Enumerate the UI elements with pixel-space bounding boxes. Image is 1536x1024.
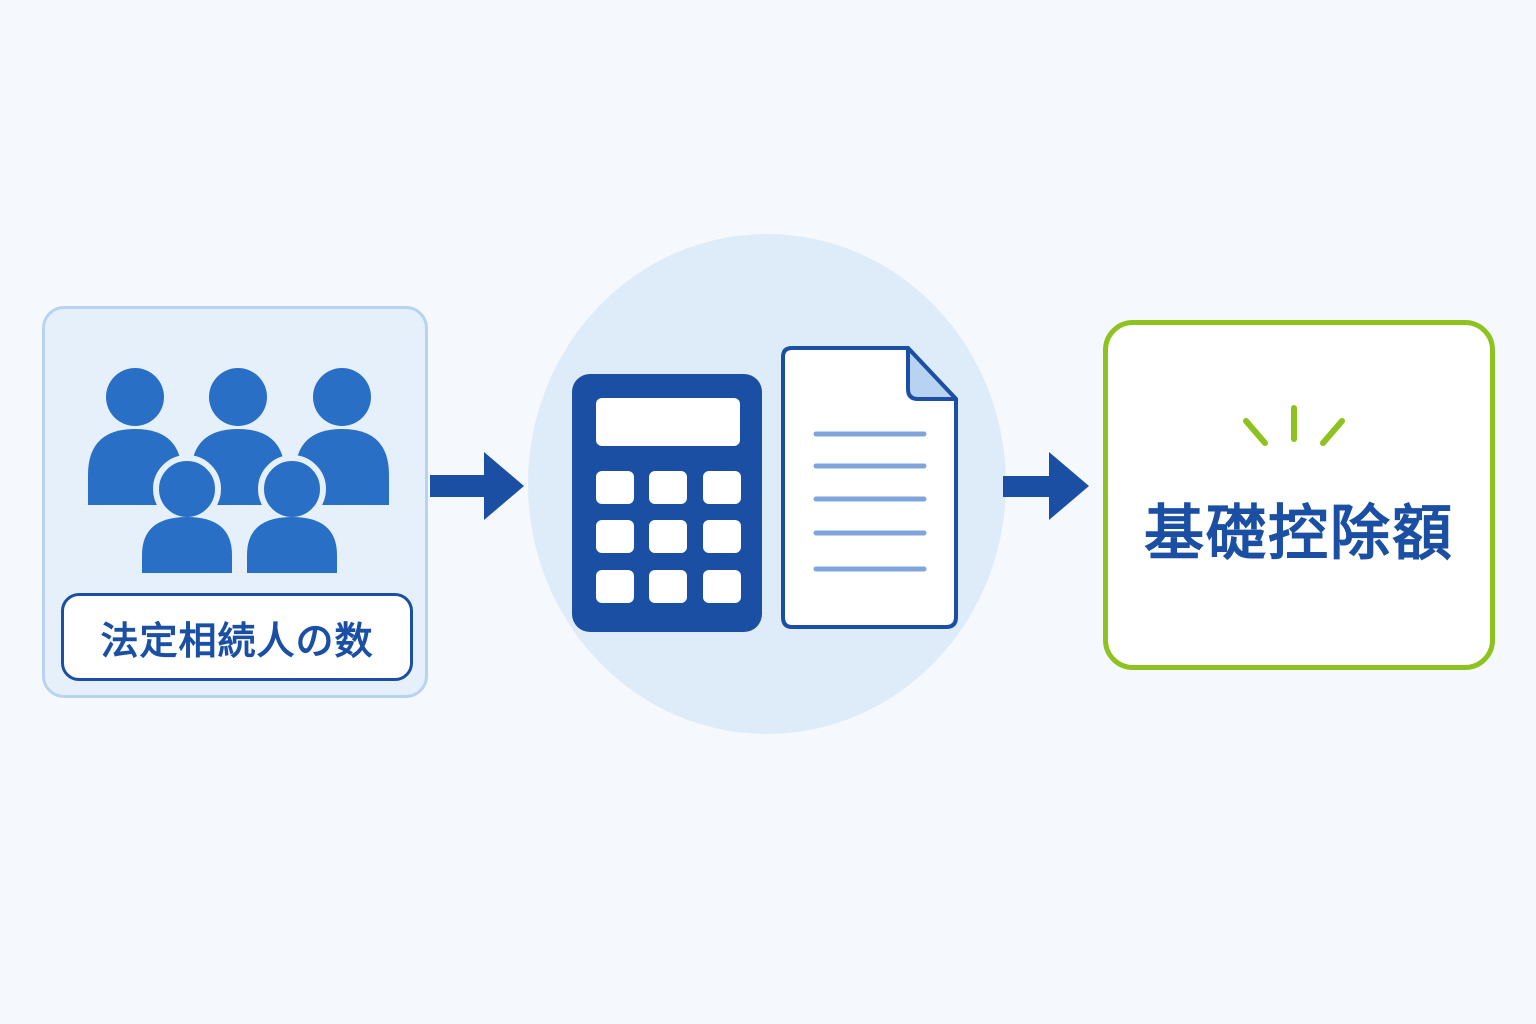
heirs-panel: 法定相続人の数 [42, 306, 428, 698]
heirs-count-label: 法定相続人の数 [61, 593, 413, 681]
people-group-icon [88, 368, 389, 573]
arrow-right-icon [1003, 452, 1089, 520]
calculator-icon [572, 374, 762, 632]
document-icon [781, 346, 958, 629]
basic-deduction-label: 基礎控除額 [1144, 499, 1454, 569]
arrow-right-icon [430, 452, 524, 520]
highlight-burst-icon [1243, 405, 1345, 446]
basic-deduction-box: 基礎控除額 [1103, 320, 1495, 670]
